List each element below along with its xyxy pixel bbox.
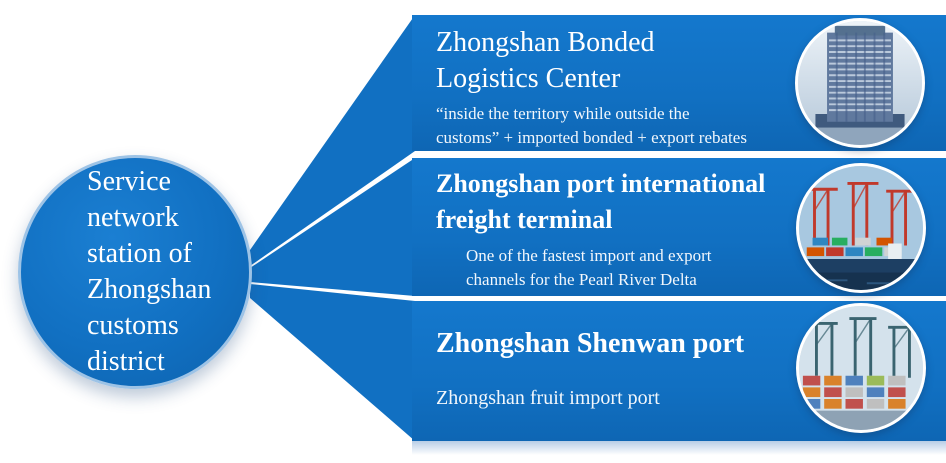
shenwan-container-port-photo: [796, 303, 926, 433]
cranes-photo-graphic: [799, 166, 923, 290]
ship-hull: [804, 259, 918, 275]
freight-terminal-cranes-photo: [796, 163, 926, 293]
red-cranes: [808, 181, 918, 246]
panel-title: Zhongshan Bonded Logistics Center: [436, 27, 655, 94]
bonded-logistics-building-photo: [795, 18, 925, 148]
crane-ties: [815, 318, 911, 350]
panel-title: Zhongshan Shenwan port: [436, 328, 745, 359]
ship-superstructure: [888, 243, 902, 259]
connector-beams: [250, 15, 415, 441]
building-photo-graphic: [798, 21, 922, 145]
window-columns: [835, 32, 886, 122]
panel-subtitle: “inside the territory while outside the …: [436, 104, 747, 147]
panel-subtitle: Zhongshan fruit import port: [436, 387, 660, 409]
container-port-photo-graphic: [799, 306, 923, 430]
hub-label: Service network station of Zhongshan cus…: [87, 166, 212, 377]
gantry-cranes: [810, 317, 918, 378]
crane-ties: [813, 183, 907, 213]
panel-bottom-shadow: [412, 441, 946, 455]
hub-circle: Service network station of Zhongshan cus…: [18, 155, 252, 389]
container-rows: [802, 375, 906, 409]
window-rows: [829, 39, 891, 112]
connector-middle-beam: [250, 158, 415, 296]
panel-title: Zhongshan port international freight ter…: [436, 169, 766, 234]
panel-subtitle: One of the fastest import and export cha…: [466, 246, 712, 289]
building-roof: [834, 25, 886, 36]
building-tower: [827, 32, 893, 122]
connector-bottom-beam: [250, 284, 415, 441]
connector-top-beam: [250, 15, 415, 266]
